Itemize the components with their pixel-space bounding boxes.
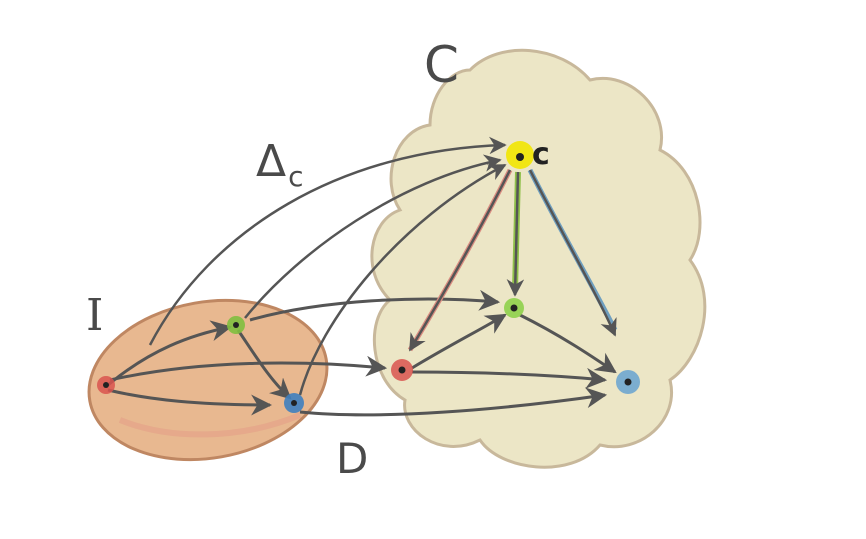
category-I-blob bbox=[87, 298, 329, 462]
category-C-blob bbox=[370, 48, 707, 469]
diagram-D-arrows bbox=[109, 289, 608, 417]
cone-leg-green-arrow bbox=[506, 171, 525, 297]
category-I-label: I bbox=[86, 290, 104, 341]
cone-delta-symbol: Δ bbox=[256, 136, 287, 187]
nodes bbox=[97, 141, 640, 413]
diagram-C-arrows bbox=[411, 313, 617, 389]
cone-leg-blue-arrow bbox=[528, 169, 617, 337]
diagram-I-arrows bbox=[107, 320, 292, 416]
cone-delta-subscript: c bbox=[288, 160, 304, 193]
cone-leg-red-arrow bbox=[408, 169, 512, 352]
diagram-D-label: D bbox=[336, 434, 369, 483]
cone-delta-label: Δc bbox=[256, 140, 304, 191]
apex-c-label: c bbox=[532, 137, 550, 172]
category-C-label: C bbox=[424, 36, 459, 94]
category-I-stain bbox=[118, 412, 302, 438]
